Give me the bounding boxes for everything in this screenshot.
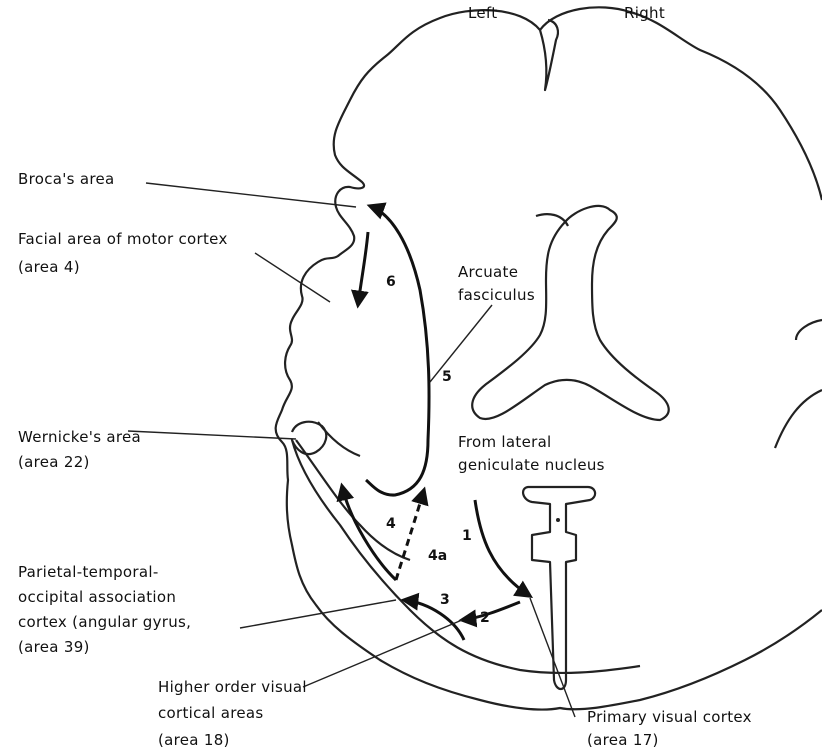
leader-higher [303,620,462,687]
label-facial-line2: (area 4) [18,258,80,276]
label-primary-line1: Primary visual cortex [587,708,752,726]
step-2-arrow [462,602,520,620]
step-5-label: 5 [442,369,452,385]
leader-wernicke [128,431,296,439]
leader-arcuate [430,305,492,382]
step-3-label: 3 [440,592,450,608]
brain-outline-top [540,7,822,200]
longitudinal-fissure [540,20,558,90]
label-left: Left [468,4,497,22]
step-4a-arrow [396,490,424,580]
label-facial-line1: Facial area of motor cortex [18,230,228,248]
label-right: Right [624,4,665,22]
label-broca: Broca's area [18,170,115,188]
label-higher-line2: cortical areas [158,704,263,722]
label-wernicke-line1: Wernicke's area [18,428,141,446]
step-1-arrow [475,500,530,596]
label-lgn-line1: From lateral [458,433,552,451]
leader-broca [146,183,356,207]
step-4a-label: 4a [428,548,447,564]
label-ptoa-line2: occipital association [18,588,176,606]
step-3-arrow [404,600,464,640]
label-higher-line3: (area 18) [158,731,230,749]
lateral-ventricles [472,206,669,420]
leader-ptoa [240,600,396,628]
label-arcuate-line2: fasciculus [458,286,535,304]
label-wernicke-line2: (area 22) [18,453,90,471]
occipital-horn [523,487,595,689]
step-6-arrow [358,232,368,305]
label-ptoa-line3: cortex (angular gyrus, [18,613,191,631]
label-arcuate-line1: Arcuate [458,263,518,281]
label-primary-line2: (area 17) [587,731,659,749]
label-ptoa-line4: (area 39) [18,638,90,656]
ventricle-dot [556,518,560,522]
label-lgn-line2: geniculate nucleus [458,456,605,474]
right-sulcus [775,320,822,448]
step-1-label: 1 [462,528,472,544]
step-6-label: 6 [386,274,396,290]
brain-outline [276,10,822,709]
label-ptoa-line1: Parietal-temporal- [18,563,159,581]
step-4-label: 4 [386,516,396,532]
step-2-label: 2 [480,610,490,626]
arcuate-fasciculus-path [366,206,429,495]
label-higher-line1: Higher order visual [158,678,307,696]
